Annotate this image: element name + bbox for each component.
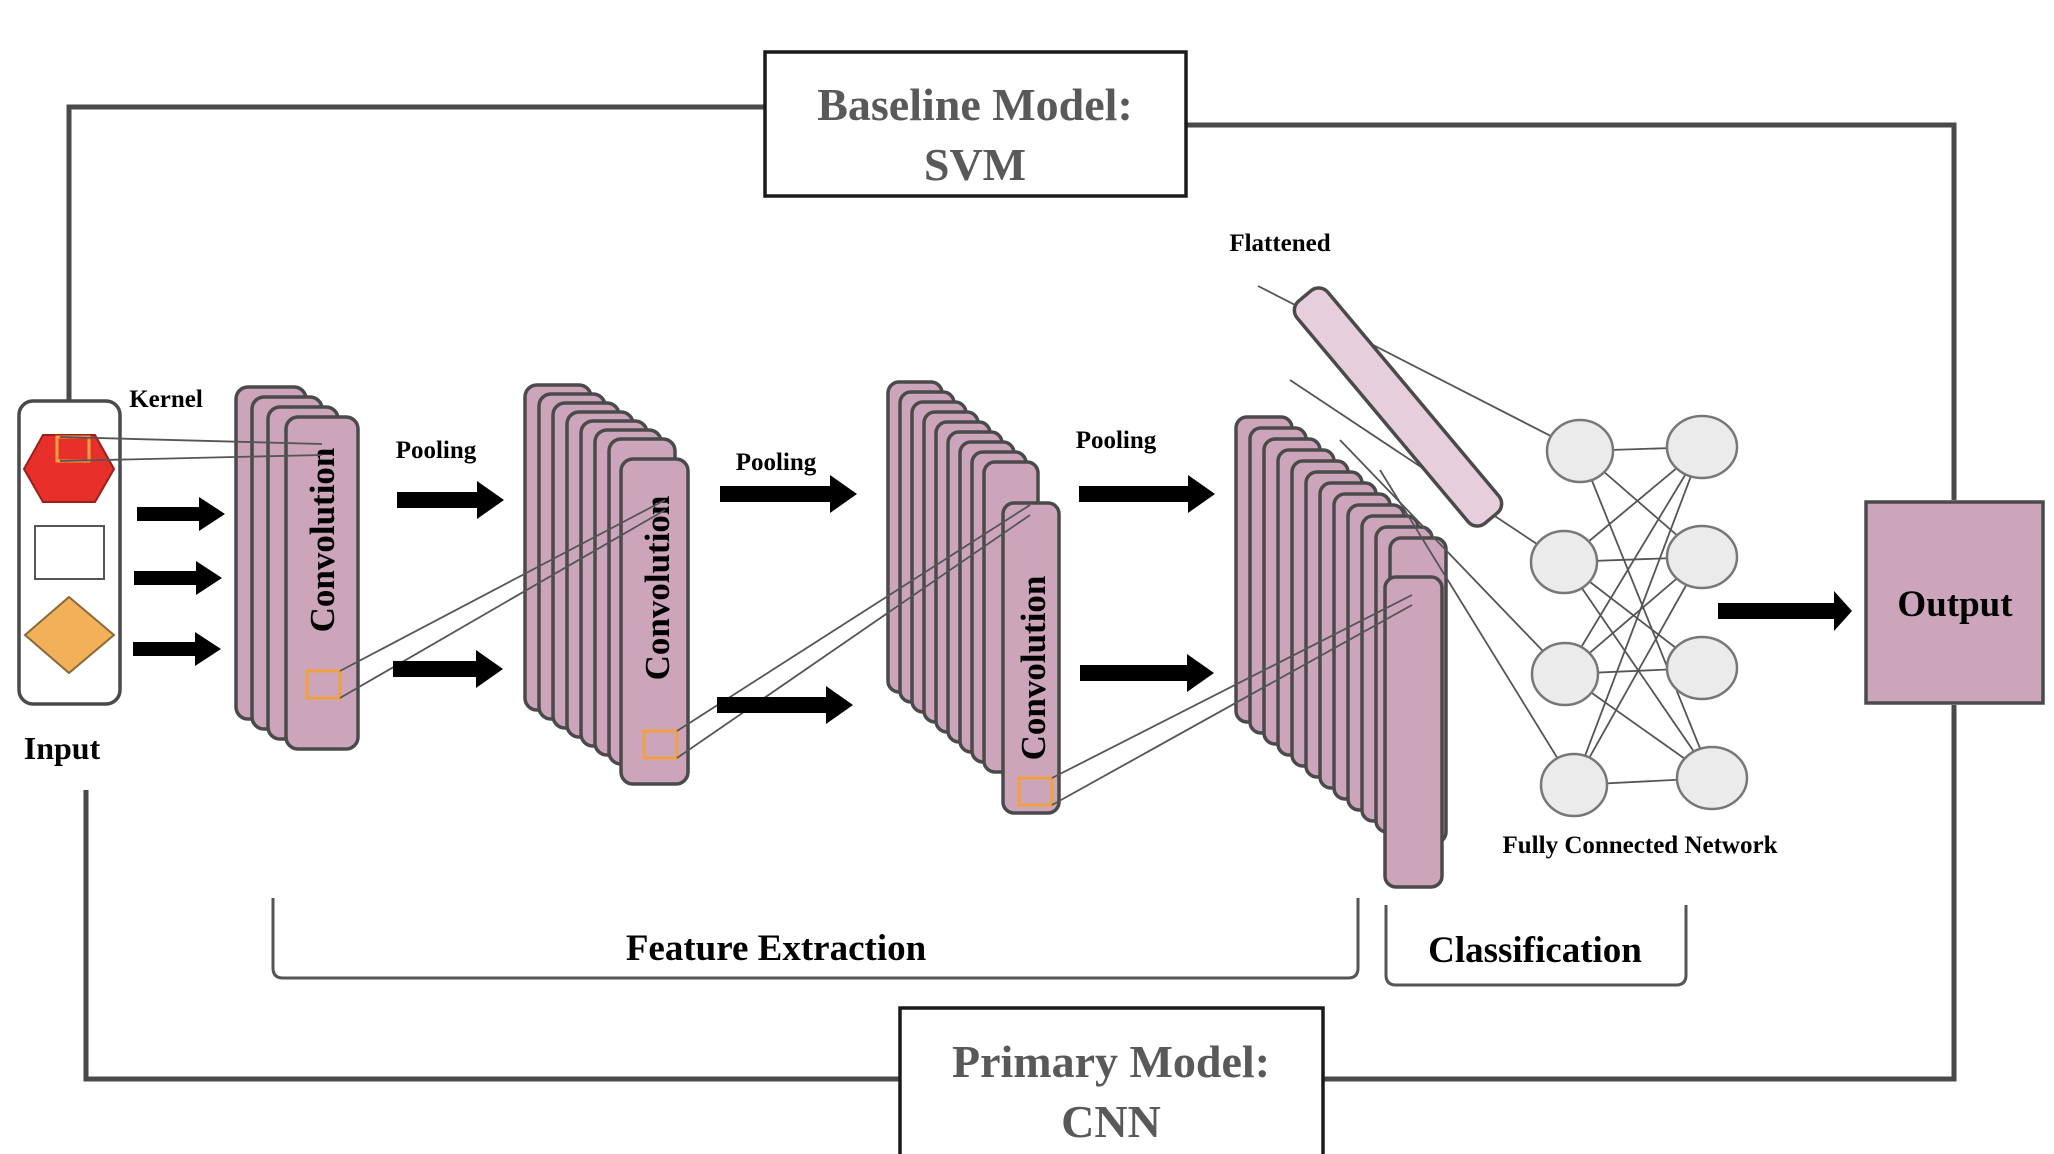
arrow-right-icon bbox=[397, 481, 504, 519]
network-node bbox=[1665, 635, 1739, 701]
fully-connected-label: Fully Connected Network bbox=[1503, 832, 1778, 859]
primary-model-box: Primary Model: CNN bbox=[898, 1006, 1325, 1154]
kernel-projection-lines bbox=[59, 436, 1413, 806]
arrow-right-icon bbox=[137, 497, 225, 531]
white-square-icon bbox=[34, 525, 105, 580]
network-node bbox=[1675, 745, 1749, 811]
pooling-label-3: Pooling bbox=[1076, 427, 1157, 454]
network-node bbox=[1529, 529, 1599, 595]
classification-brace bbox=[1384, 905, 1688, 987]
convolution-label-2: Convolution bbox=[638, 496, 677, 681]
network-node bbox=[1539, 752, 1609, 818]
red-hexagon-icon bbox=[22, 434, 116, 503]
output-label: Output bbox=[1897, 584, 2013, 625]
baseline-path-right bbox=[1186, 122, 1957, 500]
baseline-path bbox=[66, 104, 765, 400]
pooling-label-1: Pooling bbox=[396, 437, 477, 464]
convolution-label-1: Convolution bbox=[303, 448, 342, 633]
feature-map bbox=[619, 457, 690, 786]
feature-extraction-label: Feature Extraction bbox=[626, 928, 927, 969]
arrow-right-icon bbox=[134, 561, 222, 595]
input-label: Input bbox=[24, 730, 101, 766]
arrow-right-icon bbox=[717, 686, 853, 724]
arrow-right-icon bbox=[720, 475, 857, 513]
kernel-marker bbox=[642, 729, 679, 760]
network-node bbox=[1665, 414, 1739, 480]
flattened-label: Flattened bbox=[1229, 230, 1330, 257]
fully-connected-network bbox=[1529, 414, 1749, 818]
conv-stage-2: Convolution bbox=[523, 383, 690, 786]
primary-path bbox=[83, 790, 900, 1082]
network-node bbox=[1665, 524, 1739, 590]
input-arrows bbox=[133, 497, 225, 666]
flattened-layer bbox=[1292, 286, 1504, 528]
feature-extraction-brace bbox=[271, 898, 1360, 980]
baseline-model-box: Baseline Model: SVM bbox=[763, 50, 1188, 198]
feature-map bbox=[284, 415, 360, 751]
arrow-right-icon bbox=[1079, 475, 1215, 513]
arrow-right-icon bbox=[393, 650, 503, 688]
primary-model-name: CNN bbox=[1061, 1096, 1161, 1147]
classification-label: Classification bbox=[1428, 930, 1642, 971]
kernel-marker bbox=[1017, 776, 1054, 807]
input-panel bbox=[17, 399, 122, 706]
arrow-right-icon bbox=[1718, 591, 1852, 631]
conv-stage-3: Convolution bbox=[886, 380, 1061, 815]
baseline-model-title: Baseline Model: bbox=[817, 79, 1133, 130]
primary-model-title: Primary Model: bbox=[952, 1036, 1270, 1087]
kernel-label: Kernel bbox=[129, 386, 203, 413]
network-node bbox=[1545, 418, 1615, 484]
orange-diamond-icon bbox=[23, 595, 116, 675]
network-node bbox=[1530, 641, 1600, 707]
feature-map bbox=[1001, 501, 1061, 815]
baseline-model-name: SVM bbox=[924, 139, 1026, 190]
feature-map bbox=[1383, 575, 1444, 889]
kernel-marker bbox=[305, 669, 342, 700]
arrow-right-icon bbox=[133, 632, 221, 666]
convolution-label-3: Convolution bbox=[1014, 576, 1053, 761]
conv-stage-1: Convolution bbox=[234, 385, 360, 751]
primary-path-right bbox=[1323, 705, 1957, 1082]
pooling-label-2: Pooling bbox=[736, 449, 817, 476]
feature-stack-final bbox=[1234, 415, 1448, 889]
arrow-right-icon bbox=[1080, 654, 1214, 692]
output-box: Output bbox=[1864, 500, 2045, 705]
pooling-arrows bbox=[393, 475, 1215, 724]
